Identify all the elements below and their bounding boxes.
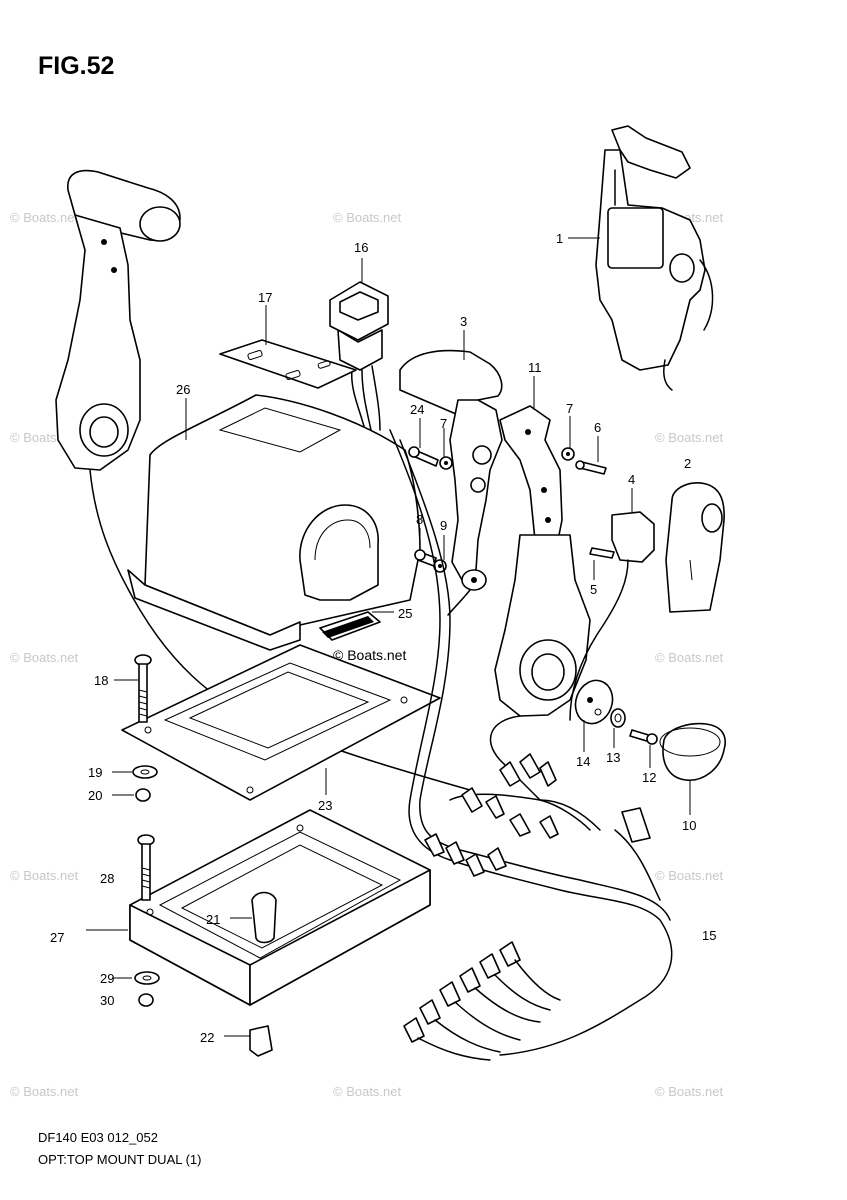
part-29-washer [134,971,160,985]
part-28-bolt [137,834,155,901]
part-17-plate [219,339,357,389]
part-1-control-unit [595,125,714,391]
watermark: © Boats.net [655,1084,724,1099]
callout-21: 21 [206,912,220,927]
watermark: © Boats.net [10,210,79,225]
callout-17: 17 [258,290,272,305]
part-4-sensor [569,511,655,721]
watermark: © Boats.net [655,430,724,445]
callout-10: 10 [682,818,696,833]
part-26-cover [127,394,421,651]
callout-5: 5 [590,582,597,597]
watermark: © Boats.net [10,868,79,883]
part-10-cap [659,722,726,781]
callout-20: 20 [88,788,102,803]
callout-23: 23 [318,798,332,813]
callout-27: 27 [50,930,64,945]
callout-6: 6 [594,420,601,435]
watermark: © Boats.net [333,210,402,225]
right-control-lever [489,534,591,801]
callout-24: 24 [410,402,424,417]
watermark: © Boats.net [10,650,79,665]
watermark: © Boats.net [655,868,724,883]
part-22-clip [249,1025,273,1057]
callout-25: 25 [398,606,412,621]
callout-30: 30 [100,993,114,1008]
callout-19: 19 [88,765,102,780]
callout-14: 14 [576,754,590,769]
part-2-grip [665,482,725,613]
watermark: © Boats.net [10,1084,79,1099]
part-21-clip [251,891,277,944]
callout-12: 12 [642,770,656,785]
callout-labels: 1 2 3 4 5 6 7 7 8 9 10 11 12 13 14 15 16… [50,231,716,1045]
callout-3: 3 [460,314,467,329]
callout-7b: 7 [566,401,573,416]
part-11-bracket [499,405,563,541]
figure-title: FIG.52 [38,52,115,80]
fasteners-small [408,446,615,573]
part-30-nut [138,993,154,1007]
watermark: © Boats.net [333,1084,402,1099]
callout-28: 28 [100,871,114,886]
callout-4: 4 [628,472,635,487]
part-18-bolt [134,654,152,723]
callout-29: 29 [100,971,114,986]
callout-1: 1 [556,231,563,246]
callout-22: 22 [200,1030,214,1045]
part-19-washer [132,765,158,779]
part-20-nut [135,788,151,802]
callout-7a: 7 [440,416,447,431]
part-25-tab [319,611,381,641]
part-15-wiring-harness [389,429,673,1061]
left-control-lever [55,169,471,791]
figure-description: OPT:TOP MOUNT DUAL (1) [38,1152,202,1167]
callout-2: 2 [684,456,691,471]
figure-code: DF140 E03 012_052 [38,1130,158,1145]
part-12-screw [629,729,658,745]
callout-11: 11 [528,360,542,375]
watermark: © Boats.net [655,650,724,665]
callout-26: 26 [176,382,190,397]
part-3-lever-housing [399,349,503,616]
part-16-switch [329,281,389,436]
part-13-washer [610,708,626,728]
callout-18: 18 [94,673,108,688]
callout-9: 9 [440,518,447,533]
callout-15: 15 [702,928,716,943]
part-23-gasket [121,644,441,801]
watermark: © Boats.net [333,647,406,663]
part-14-plate [574,679,614,725]
part-27-base [129,809,431,1006]
leader-lines [86,237,691,1037]
callout-13: 13 [606,750,620,765]
callout-8: 8 [416,512,423,527]
callout-16: 16 [354,240,368,255]
